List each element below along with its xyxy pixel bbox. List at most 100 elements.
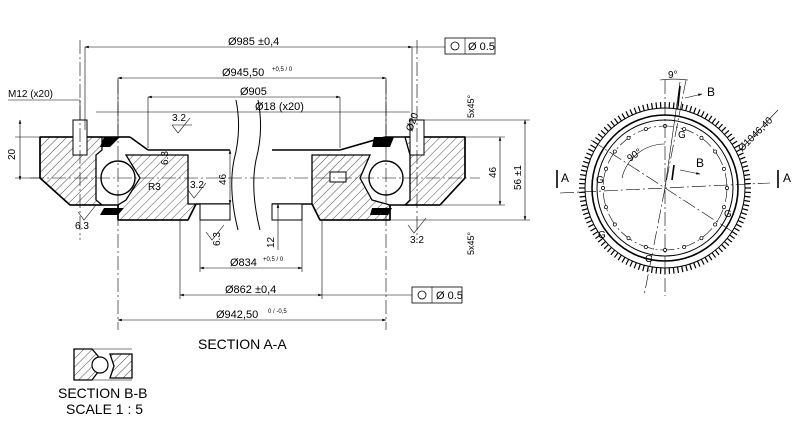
bolt-hole [604, 166, 608, 171]
bottom-hole-right [271, 203, 303, 221]
gear-tooth [607, 123, 612, 129]
bolt-hole [626, 236, 631, 241]
bolt-holes [601, 124, 729, 252]
dim-height-20: 20 [7, 148, 18, 160]
gear-tooth [588, 148, 594, 153]
gear-tooth [700, 111, 705, 117]
dim-outer-ring: Ø985 ±0,4 [228, 36, 279, 48]
gear-tooth [646, 266, 649, 273]
gear-tooth [579, 195, 586, 198]
gear-tooth [650, 266, 654, 274]
roughness-symbol-icon [187, 182, 207, 199]
section-a-label-left: A [561, 171, 569, 185]
gear-tooth [739, 156, 746, 160]
dim-chamfer-top: 5x45° [466, 94, 476, 118]
bolt-hole [722, 205, 726, 210]
gear-tooth [689, 106, 693, 113]
gear-tooth [579, 199, 587, 203]
gear-tooth [672, 267, 675, 274]
bolt-hole [626, 135, 631, 140]
gear-tooth [590, 144, 597, 149]
seal-bottom-right [370, 208, 392, 215]
gear-tooth [724, 130, 730, 135]
dim-pitch: Ø862 ±0,4 [225, 284, 276, 296]
bolt-hole [612, 149, 617, 154]
gear-tooth [583, 212, 590, 216]
gear-tooth [581, 165, 588, 168]
gear-tooth [711, 118, 717, 124]
gear-tooth [711, 252, 717, 258]
seal-top-left [100, 137, 120, 147]
gear-tooth [642, 265, 645, 272]
gear-tooth [729, 136, 735, 142]
right-inner-ring-section [311, 154, 391, 221]
gear-tooth [597, 133, 604, 139]
gear-tooth [621, 113, 626, 120]
gear-tooth [633, 107, 637, 114]
gear-tooth [642, 104, 645, 111]
section-a-a-title: SECTION A-A [198, 336, 287, 352]
front-view: 9° 90° B B A A Ø1046,40 G G G G G [556, 70, 791, 297]
gear-tooth [595, 136, 601, 142]
section-b-label-mid: B [696, 156, 704, 170]
bolt-hole [682, 245, 687, 249]
gear-tooth [696, 109, 701, 116]
roughness-1: 3.2 [172, 113, 186, 124]
bolt-hole [643, 127, 648, 131]
gear-tooth [731, 140, 738, 145]
gear-tooth [696, 260, 701, 267]
seal-top-right [372, 137, 394, 147]
roughness-5: 6.3 [75, 221, 89, 232]
gear-tooth [693, 107, 697, 114]
dim-bore-tol: +0,5 / 0 [263, 257, 284, 263]
grease-label-1: G [678, 130, 686, 141]
section-b-label-top: B [707, 85, 715, 99]
grease-label-3: G [724, 209, 732, 220]
roughness-symbol-icon [205, 224, 225, 241]
dim-hole-spec: Ø18 (x20) [255, 101, 304, 113]
gear-tooth [637, 106, 641, 113]
break-line-right [253, 99, 262, 231]
dim-height-12: 12 [266, 236, 277, 248]
position-tolerance-frame-top [444, 37, 496, 55]
gear-tooth [685, 265, 688, 272]
gear-tooth [744, 178, 751, 181]
section-b-b-title: SECTION B-B [58, 385, 147, 401]
section-b-marker-top [677, 85, 681, 107]
gear-tooth [743, 173, 751, 177]
angle-9-arc [659, 78, 689, 81]
gear-tooth [742, 165, 749, 168]
roughness-3: 3.2 [190, 180, 204, 191]
gear-tooth [672, 102, 675, 109]
gear-tooth [689, 263, 693, 270]
gear-tooth [590, 227, 597, 232]
gear-tooth [588, 223, 594, 228]
break-line-left [231, 99, 240, 231]
gear-tooth [597, 237, 604, 243]
gear-tooth [580, 204, 587, 207]
gear-tooth [681, 103, 684, 110]
gear-tooth [704, 113, 709, 120]
gear-tooth [655, 267, 658, 274]
bolt-hole [722, 166, 726, 171]
gear-tooth [721, 126, 727, 132]
gear-tooth [744, 195, 751, 198]
dim-gear-dia: Ø1046,40 [736, 115, 775, 154]
angle-9-label: 9° [668, 70, 678, 81]
gear-teeth [579, 102, 751, 274]
dim-bolt-circle-outer: Ø945,50 [222, 67, 264, 79]
gear-tooth [724, 241, 730, 246]
roughness-symbol-icon [171, 117, 192, 134]
gear-tooth [714, 120, 720, 127]
gear-tooth [617, 115, 622, 122]
position-tolerance-frame-bottom [411, 286, 463, 304]
gear-tooth [681, 266, 684, 273]
gear-tooth [704, 256, 709, 263]
dim-chamfer-bottom: 5x45° [466, 231, 476, 255]
bolt-hole [682, 127, 687, 131]
gear-tooth [625, 259, 630, 265]
gear-tooth [603, 244, 609, 250]
gear-tooth [603, 126, 609, 132]
left-inner-ring-section [117, 154, 198, 221]
dim-bolt-circle-outer-tol: +0,5 / 0 [272, 67, 293, 73]
